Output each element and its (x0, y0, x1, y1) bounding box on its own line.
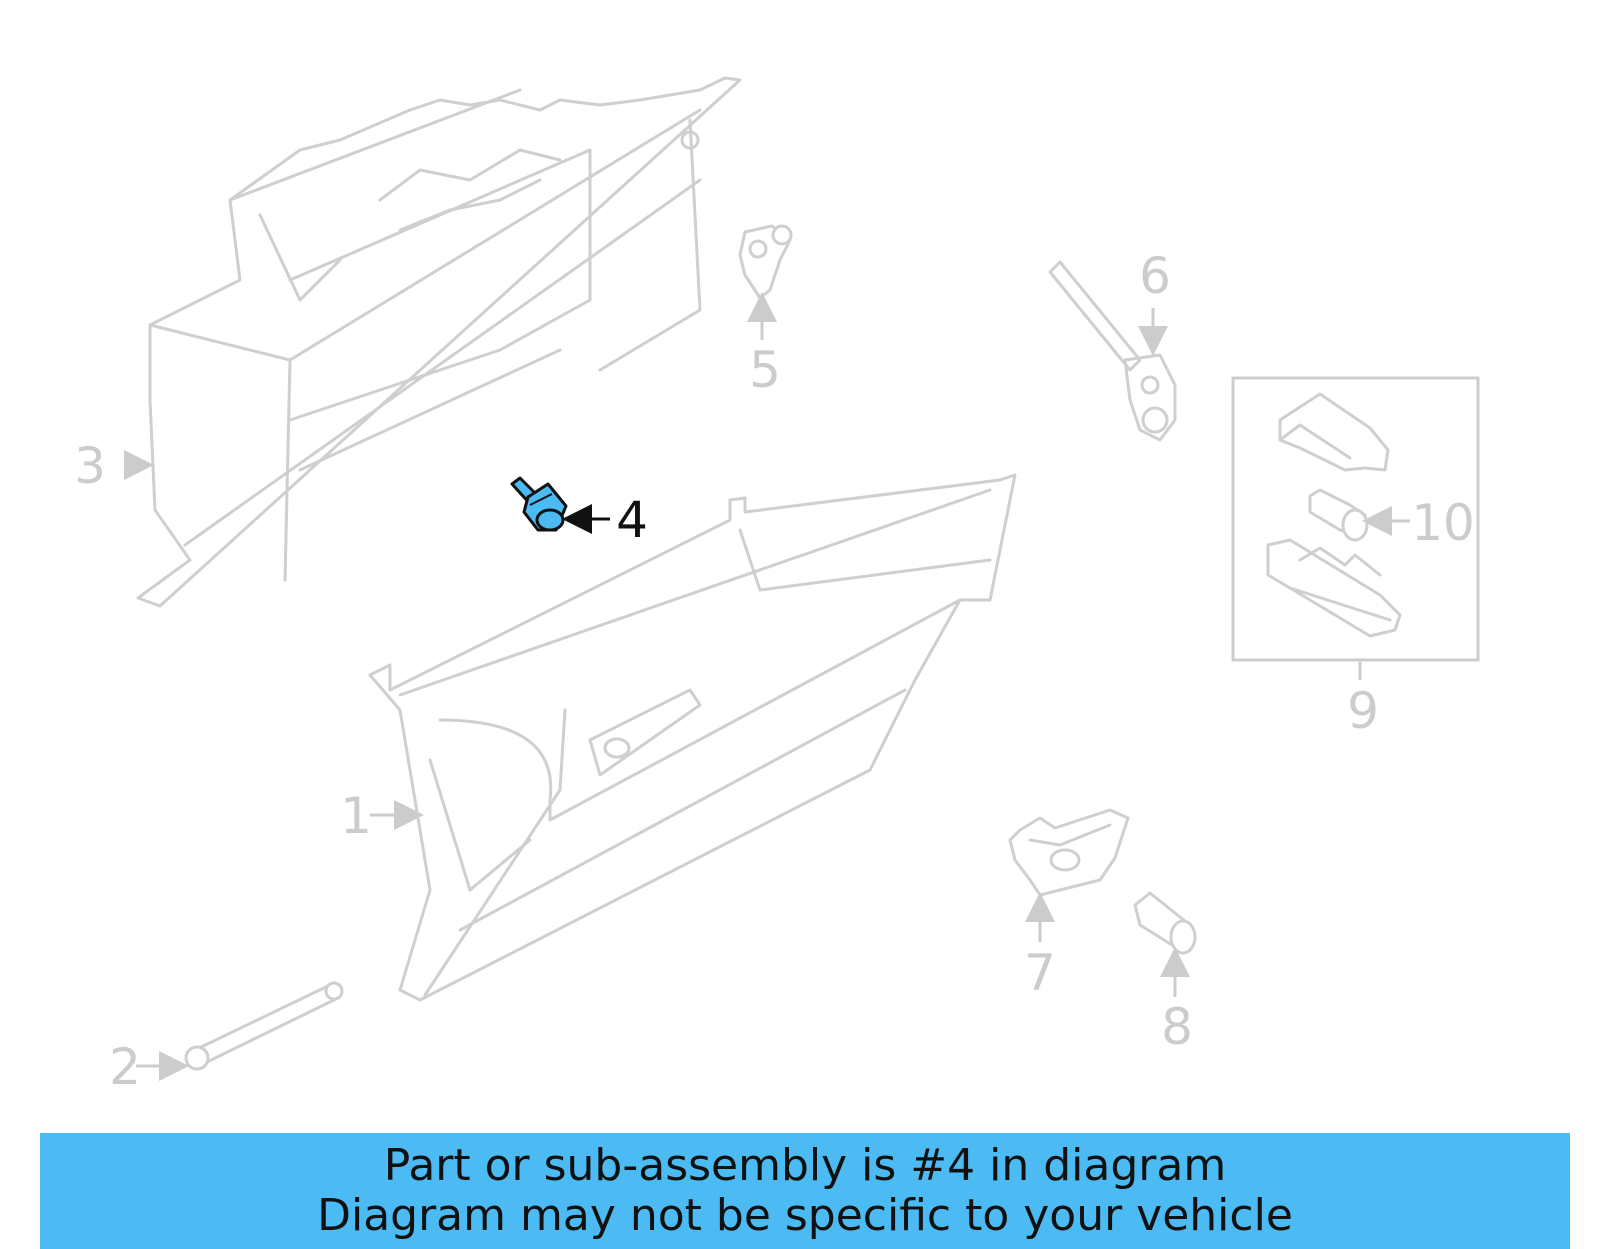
callout-7: 7 (1024, 944, 1056, 1002)
banner-line-part: Part or sub-assembly is #4 in diagram (383, 1140, 1227, 1191)
callout-5: 5 (749, 341, 781, 399)
callout-10: 10 (1411, 494, 1475, 552)
callout-6: 6 (1139, 247, 1171, 305)
callout-3: 3 (74, 437, 106, 495)
part-3-glove-box-housing (136, 76, 742, 608)
part-5-clip (738, 224, 793, 300)
banner-line-disclaimer: Diagram may not be specific to your vehi… (317, 1190, 1293, 1241)
callout-2: 2 (109, 1038, 141, 1096)
part-6-damper (1048, 260, 1177, 442)
part-2-pin (184, 981, 344, 1071)
callout-arrows (124, 292, 1410, 1081)
callout-labels: 1 2 3 4 5 6 7 8 9 10 (74, 247, 1475, 1096)
callout-9: 9 (1347, 682, 1379, 740)
part-8-bulb (1133, 891, 1197, 955)
callout-4: 4 (616, 491, 648, 549)
callout-8: 8 (1161, 998, 1193, 1056)
part-4-bumper (510, 476, 568, 532)
part-1-glove-box (368, 473, 1017, 1002)
part-9-lamp-assembly (1231, 376, 1480, 662)
part-7-switch (1008, 808, 1130, 897)
callout-1: 1 (340, 787, 372, 845)
info-banner: Part or sub-assembly is #4 in diagram Di… (40, 1133, 1570, 1249)
part-10-bulb (1308, 488, 1369, 542)
